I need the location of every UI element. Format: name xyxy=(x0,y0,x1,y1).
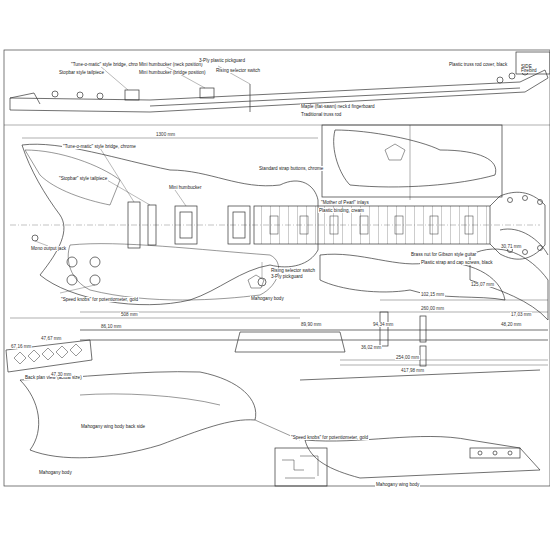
part-label: 3-Ply pickguard xyxy=(270,274,304,279)
part-label: Mahogany body xyxy=(38,470,73,475)
dimension-label: 254,00 mm xyxy=(395,355,420,360)
dimension-label: 67,16 mm xyxy=(10,344,32,349)
dimension-label: 102,15 mm xyxy=(420,292,445,297)
dimension-label: 48,20 mm xyxy=(500,322,522,327)
part-label: "Stopbar" style tailpiece xyxy=(58,176,108,181)
part-label: Mini humbucker xyxy=(168,185,202,190)
part-label: "Speed knobs" for potentiometer, gold xyxy=(60,297,139,302)
dimension-label: 417,98 mm xyxy=(400,368,425,373)
dimension-label: 260,00 mm xyxy=(420,306,445,311)
part-label: Mahogany wing body xyxy=(375,482,420,487)
part-label: Plastic truss rod cover, black xyxy=(448,62,508,67)
dimension-label: 508 mm xyxy=(120,312,139,317)
part-label: Mono output jack xyxy=(30,246,67,251)
part-label: 3-Ply plastic pickguard xyxy=(198,58,246,63)
part-label: Stopbar style tailpiece xyxy=(58,70,105,75)
part-label: Mini humbucker (neck position) xyxy=(138,62,204,67)
dimension-label: 30,71 mm xyxy=(500,244,522,249)
part-label: Brass nut for Gibson style guitar xyxy=(410,252,477,257)
part-label: Rising selector switch xyxy=(215,68,261,73)
dimension-label: 1300 mm xyxy=(155,132,176,137)
part-label: Mahogany wing body back side xyxy=(80,424,146,429)
part-label: Rising selector switch xyxy=(270,268,316,273)
part-label: Traditional truss rod xyxy=(300,112,342,117)
part-label: "Mother of Pearl" inlays xyxy=(320,200,370,205)
part-label: "Tune-o-matic" style bridge, chrome xyxy=(70,62,145,67)
dimension-label: 86,10 mm xyxy=(100,324,122,329)
dimension-label: 36,02 mm xyxy=(360,345,382,350)
part-label: Standard strap buttons, chrome xyxy=(258,166,324,171)
dimension-label: 17,03 mm xyxy=(510,312,532,317)
part-label: Plastic binding, cream xyxy=(318,208,365,213)
part-label: Mahogany body xyxy=(250,296,285,301)
part-label: "Tune-o-matic" style bridge, chrome xyxy=(62,144,137,149)
dimension-label: 125,07 mm xyxy=(470,282,495,287)
part-label: Plastic strap and cap screws, black xyxy=(420,260,494,265)
dimension-label: 47,67 mm xyxy=(40,336,62,341)
part-label: Mini humbucker (bridge position) xyxy=(138,70,207,75)
part-label: Maple (flat-sawn) neck xyxy=(300,104,348,109)
dimension-label: 47,30 mm xyxy=(50,372,72,377)
dimension-label: 94,34 mm xyxy=(372,322,394,327)
dimension-label: 89,90 mm xyxy=(300,322,322,327)
part-label: "Speed knobs" for potentiometer, gold xyxy=(290,435,369,440)
part-label: Firebird xyxy=(520,68,538,73)
